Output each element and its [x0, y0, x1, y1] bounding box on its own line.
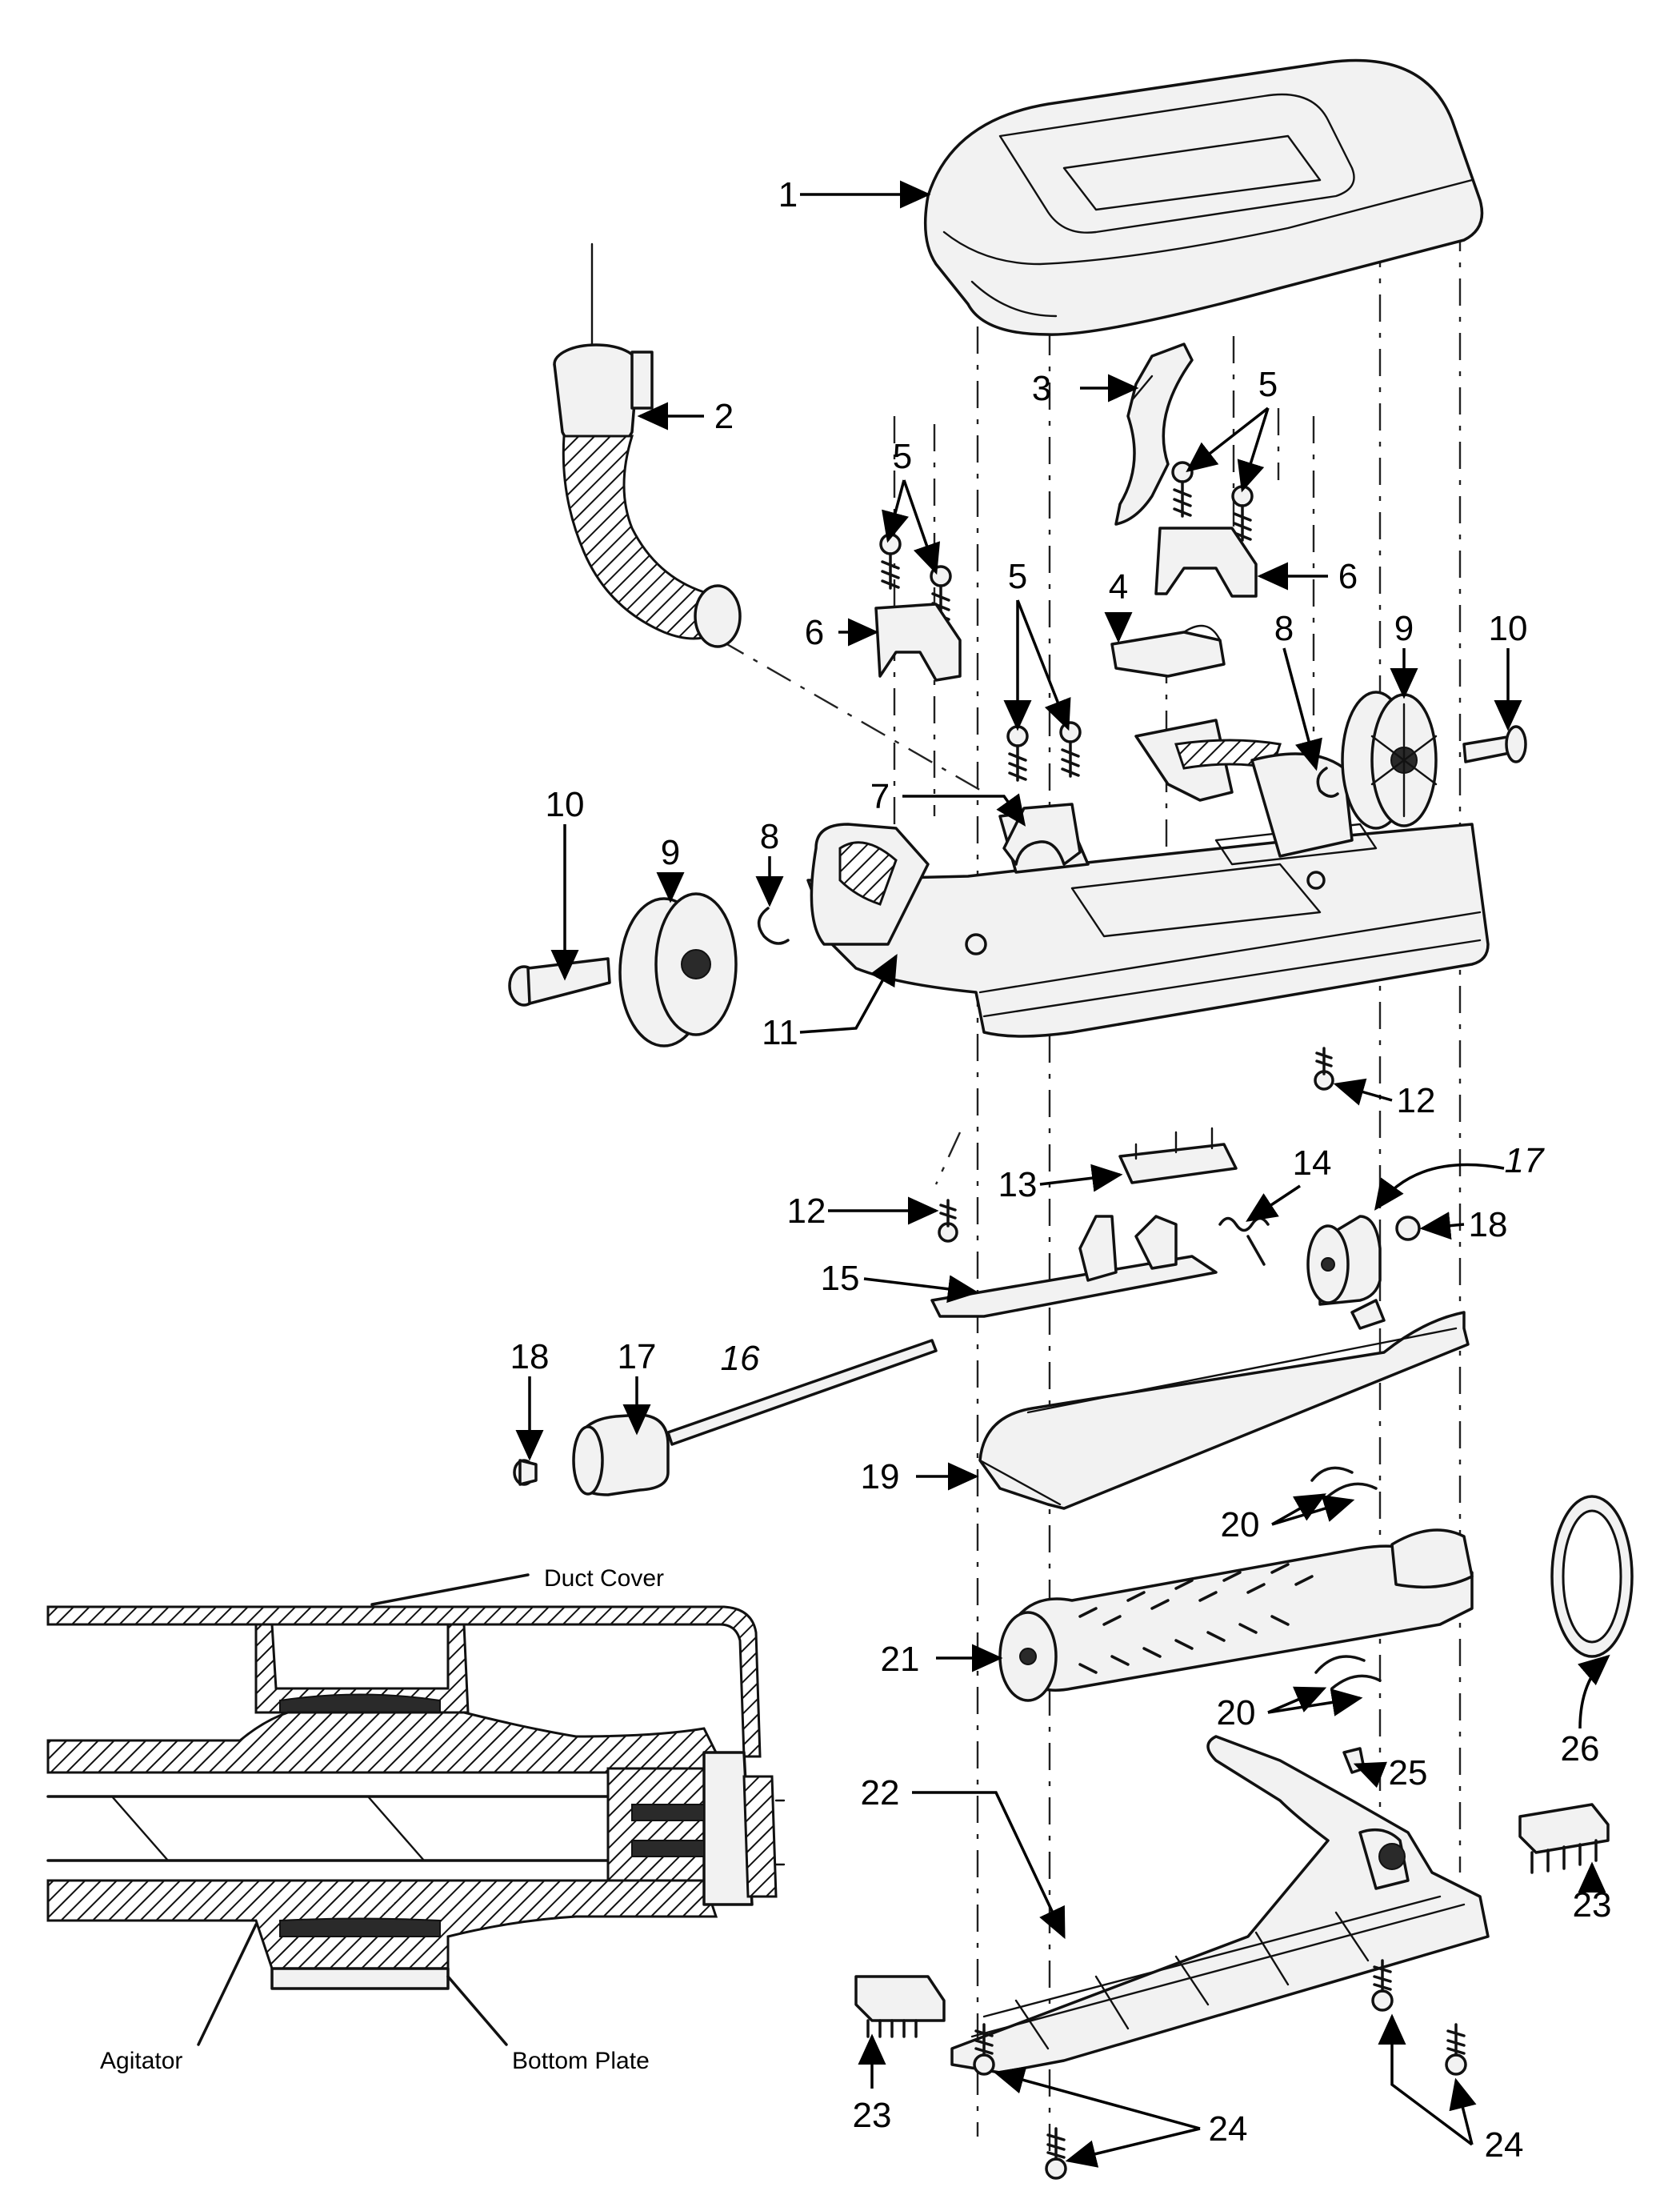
- callout-6a: 6: [805, 613, 824, 652]
- part-23-brush-left: [854, 1975, 946, 2038]
- callout-20b: 20: [1217, 1693, 1256, 1732]
- callout-18a: 18: [510, 1337, 550, 1376]
- callout-4: 4: [1109, 567, 1128, 607]
- part-4-latch: [1110, 624, 1226, 678]
- callout-3: 3: [1032, 369, 1051, 408]
- part-18-nut-left: [513, 1459, 538, 1486]
- part-6-brackets: [874, 527, 1258, 682]
- callout-21: 21: [881, 1640, 920, 1679]
- part-18-nut-right: [1395, 1216, 1421, 1241]
- callout-22: 22: [861, 1773, 900, 1812]
- part-22-bottom-plate: [950, 1735, 1490, 2074]
- callout-17b: 17: [1505, 1141, 1545, 1180]
- callout-26: 26: [1561, 1729, 1600, 1768]
- callout-9b: 9: [661, 833, 680, 872]
- part-12-screws: [938, 1047, 1334, 1243]
- part-19-guard: [978, 1299, 1470, 1510]
- callout-8b: 8: [760, 817, 779, 856]
- part-9-wheel-left: [618, 892, 738, 1047]
- callout-12b: 12: [787, 1192, 826, 1231]
- callout-23a: 23: [853, 2096, 892, 2135]
- callout-13: 13: [998, 1165, 1038, 1204]
- callout-10b: 10: [546, 785, 585, 824]
- leader-lines: [197, 180, 1610, 2168]
- part-17-endcap-left: [572, 1413, 670, 1496]
- callout-18b: 18: [1469, 1205, 1508, 1244]
- callout-15: 15: [821, 1259, 860, 1298]
- part-15-plate: [930, 1215, 1218, 1318]
- part-23-brush-right: [1518, 1803, 1610, 1874]
- callout-23b: 23: [1573, 1885, 1612, 1925]
- part-25-clip: [1342, 1747, 1366, 1774]
- part-13-bracket: [1118, 1127, 1238, 1184]
- part-10-axle-left: [508, 957, 611, 1007]
- callout-20a: 20: [1221, 1505, 1260, 1544]
- callout-8a: 8: [1274, 609, 1294, 648]
- part-9-wheel-right: [1341, 691, 1438, 830]
- label-duct-cover: Duct Cover: [544, 1565, 664, 1592]
- callout-25: 25: [1389, 1753, 1428, 1792]
- part-8-clips: [757, 767, 1339, 945]
- part-14-spring: [1218, 1216, 1270, 1266]
- part-1-hood: [923, 58, 1484, 336]
- callout-10a: 10: [1489, 609, 1528, 648]
- part-3-lever: [1114, 342, 1194, 526]
- callout-5c: 5: [1008, 557, 1027, 596]
- callout-labels: 1 2 3 4 5 5 5 6 6 7 8 8 9 9 10 10 11 12 …: [100, 175, 1611, 2165]
- callout-24a: 24: [1209, 2109, 1248, 2149]
- callout-19: 19: [861, 1457, 900, 1496]
- part-20-clips-lower: [1314, 1655, 1382, 1690]
- callout-5b: 5: [1258, 365, 1278, 404]
- callout-11: 11: [762, 1013, 798, 1052]
- callout-12a: 12: [1397, 1081, 1436, 1120]
- part-2-hose: [553, 242, 742, 648]
- callout-24b: 24: [1485, 2125, 1524, 2165]
- callout-2: 2: [714, 397, 734, 436]
- part-21-agitator: [998, 1528, 1474, 1702]
- part-20-clips-upper: [1310, 1466, 1378, 1498]
- part-24-screws: [973, 1959, 1467, 2180]
- part-11-base: [806, 719, 1490, 1038]
- callout-7: 7: [870, 777, 890, 816]
- callout-1: 1: [778, 175, 798, 214]
- cross-section-inset: [46, 1605, 786, 1990]
- label-agitator: Agitator: [100, 2048, 182, 2074]
- callout-9a: 9: [1394, 609, 1414, 648]
- callout-6b: 6: [1338, 557, 1358, 596]
- callout-14: 14: [1293, 1144, 1332, 1183]
- part-16-shaft: [666, 1339, 938, 1446]
- callout-5a: 5: [893, 437, 912, 476]
- part-10-axle-right: [1462, 725, 1527, 763]
- part-26-belt: [1550, 1495, 1634, 1658]
- callout-17a: 17: [618, 1337, 657, 1376]
- label-bottom-plate: Bottom Plate: [512, 2048, 650, 2074]
- callout-16: 16: [721, 1339, 760, 1378]
- part-17-endcap-right: [1306, 1215, 1382, 1306]
